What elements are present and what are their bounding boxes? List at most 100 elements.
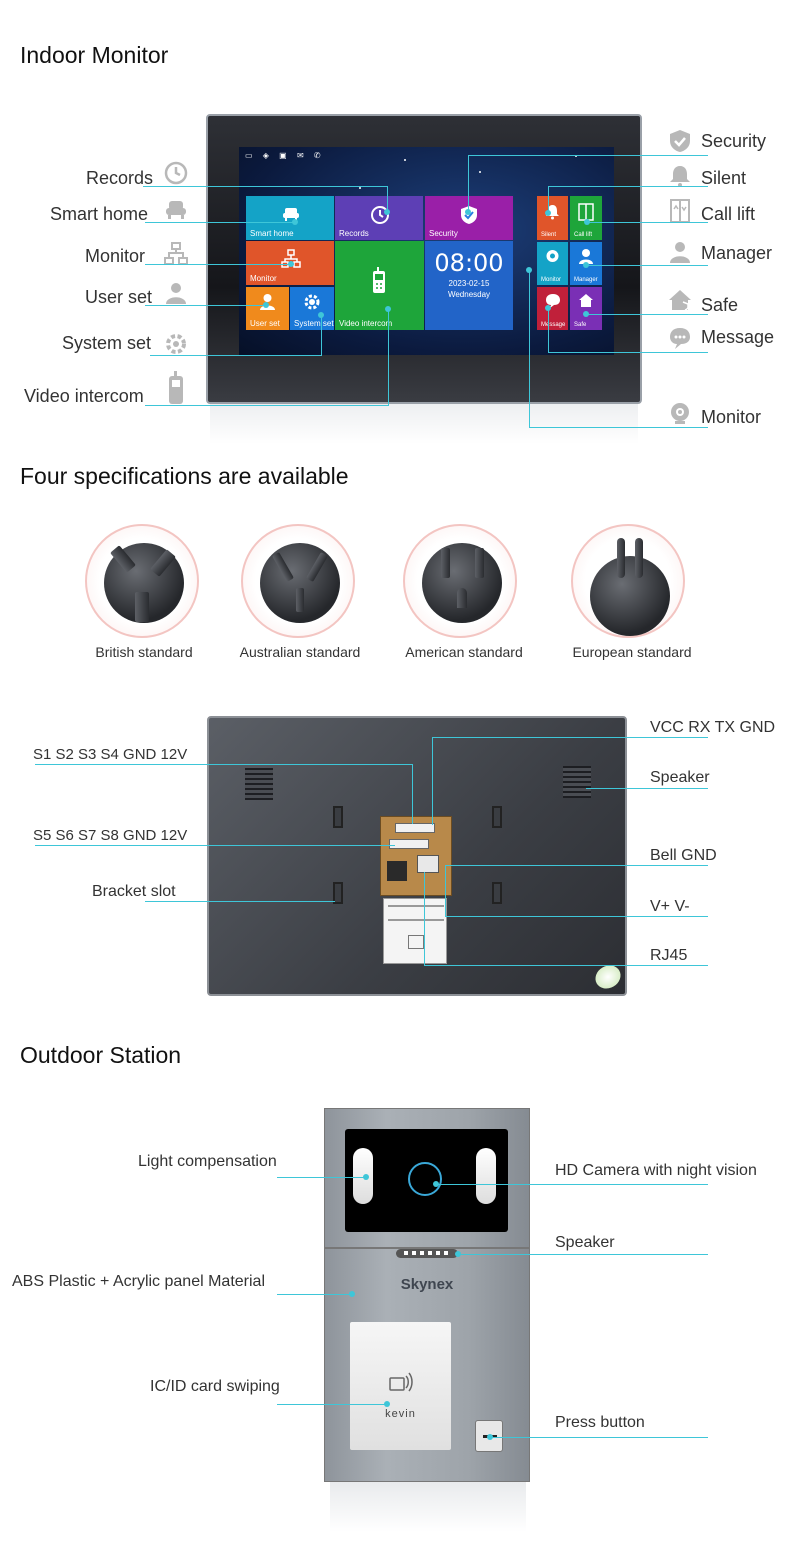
label-message: Message bbox=[701, 327, 775, 347]
label-abs-material: ABS Plastic + Acrylic panel Material bbox=[12, 1273, 265, 1290]
camera-lens bbox=[408, 1162, 442, 1196]
tile-call-lift[interactable]: Call lift bbox=[570, 196, 602, 240]
label-s1-s4: S1 S2 S3 S4 GND 12V bbox=[33, 746, 188, 763]
tile-security-label: Security bbox=[429, 229, 458, 238]
tile-video-intercom-label: Video intercom bbox=[339, 319, 393, 328]
tile-silent-label: Silent bbox=[541, 232, 557, 238]
label-light-compensation: Light compensation bbox=[138, 1153, 277, 1170]
label-press-button: Press button bbox=[555, 1414, 645, 1431]
label-card-swiping: IC/ID card swiping bbox=[150, 1378, 280, 1395]
camera-icon bbox=[546, 250, 559, 262]
terminal-connector bbox=[395, 823, 435, 833]
label-smart-home: Smart home bbox=[50, 204, 149, 224]
label-bell-gnd: Bell GND bbox=[650, 847, 717, 864]
system-set-gear-icon bbox=[166, 334, 186, 354]
bracket-slot bbox=[333, 882, 343, 904]
tile-message[interactable]: Message bbox=[537, 287, 568, 330]
terminal-connector bbox=[389, 839, 429, 849]
monitor-network-icon bbox=[164, 242, 188, 265]
tile-records[interactable]: Records bbox=[335, 196, 423, 240]
left-speaker-grille bbox=[245, 768, 273, 800]
plug-american bbox=[403, 524, 517, 638]
wiring-sticker bbox=[383, 898, 447, 964]
tile-smart-home-label: Smart home bbox=[250, 229, 294, 238]
outdoor-station-title: Outdoor Station bbox=[20, 1042, 182, 1068]
label-hd-camera: HD Camera with night vision bbox=[555, 1162, 757, 1179]
label-power: V+ V- bbox=[650, 898, 690, 915]
monitor-camera-icon bbox=[671, 403, 689, 424]
tile-safe-label: Safe bbox=[574, 322, 587, 328]
tile-system-set-label: System set bbox=[294, 319, 334, 328]
chat-bubble-icon bbox=[546, 294, 560, 308]
smart-home-sofa-icon bbox=[166, 201, 186, 219]
caption-european: European standard bbox=[572, 644, 692, 660]
tile-system-set[interactable]: System set bbox=[290, 287, 334, 330]
rj45-port bbox=[417, 855, 439, 873]
tile-user-set-label: User set bbox=[250, 319, 280, 328]
shield-icon bbox=[461, 206, 477, 224]
house-shield-icon bbox=[579, 294, 593, 307]
label-outdoor-speaker: Speaker bbox=[555, 1234, 615, 1251]
label-records: Records bbox=[86, 168, 154, 188]
label-back-speaker: Speaker bbox=[650, 769, 710, 786]
monitor-reflection bbox=[210, 404, 638, 444]
bracket-slot bbox=[333, 806, 343, 828]
tile-video-intercom[interactable]: Video intercom bbox=[335, 241, 424, 330]
tile-call-lift-label: Call lift bbox=[574, 232, 593, 238]
safe-house-icon bbox=[669, 290, 691, 311]
clock-day: Wednesday bbox=[447, 290, 491, 299]
tile-safe[interactable]: Safe bbox=[570, 287, 602, 330]
label-silent: Silent bbox=[701, 168, 747, 188]
camera-window bbox=[345, 1129, 508, 1232]
records-clock-icon bbox=[164, 161, 188, 185]
outdoor-reflection bbox=[330, 1482, 526, 1532]
video-intercom-handset-icon bbox=[169, 371, 183, 404]
tile-message-label: Message bbox=[541, 322, 566, 328]
call-lift-elevator-icon bbox=[670, 199, 690, 223]
label-monitor: Monitor bbox=[85, 246, 146, 266]
card-reader-name: kevin bbox=[385, 1408, 416, 1420]
tile-records-label: Records bbox=[339, 229, 369, 238]
circuit-board bbox=[380, 816, 452, 896]
security-shield-icon bbox=[670, 130, 690, 152]
clock-widget: 08:00 2023-02-15 Wednesday bbox=[425, 241, 513, 330]
light-compensation-lamp bbox=[476, 1148, 496, 1204]
label-monitor-right: Monitor bbox=[701, 407, 762, 427]
tile-monitor-small[interactable]: Monitor bbox=[537, 242, 568, 285]
tile-silent[interactable]: Silent bbox=[537, 196, 568, 240]
clock-date: 2023-02-15 bbox=[448, 279, 490, 288]
label-manager: Manager bbox=[701, 243, 773, 263]
plug-australian bbox=[241, 524, 355, 638]
message-chat-icon bbox=[670, 328, 690, 349]
tile-user-set[interactable]: User set bbox=[246, 287, 289, 330]
caption-british: British standard bbox=[95, 644, 193, 660]
tile-smart-home[interactable]: Smart home bbox=[246, 196, 334, 240]
rfid-card-icon bbox=[389, 1372, 413, 1392]
tile-monitor-label: Monitor bbox=[250, 274, 277, 283]
plug-european bbox=[571, 524, 685, 638]
card-reader-area[interactable]: kevin bbox=[350, 1322, 451, 1450]
label-user-set: User set bbox=[85, 287, 153, 307]
caption-australian: Australian standard bbox=[239, 644, 361, 660]
intercom-handset-icon bbox=[373, 267, 385, 293]
chip bbox=[387, 861, 407, 881]
status-bar-icons: ▭ ◈ ▣ ✉ ✆ bbox=[245, 151, 325, 160]
tile-security[interactable]: Security bbox=[425, 196, 513, 240]
specifications-title: Four specifications are available bbox=[20, 463, 349, 489]
clock-history-icon bbox=[371, 206, 389, 224]
label-call-lift: Call lift bbox=[701, 204, 756, 224]
label-video-intercom: Video intercom bbox=[24, 386, 144, 406]
manager-icon bbox=[579, 249, 593, 264]
label-s5-s8: S5 S6 S7 S8 GND 12V bbox=[33, 827, 188, 844]
manager-person-icon bbox=[670, 242, 690, 263]
bracket-slot bbox=[492, 882, 502, 904]
tile-monitor-small-label: Monitor bbox=[541, 277, 562, 283]
caption-american: American standard bbox=[405, 644, 523, 660]
label-security: Security bbox=[701, 131, 767, 151]
right-speaker-grille bbox=[563, 766, 591, 798]
gear-icon bbox=[304, 294, 320, 310]
tile-manager-label: Manager bbox=[574, 277, 598, 283]
label-bracket-slot: Bracket slot bbox=[92, 883, 176, 900]
label-rj45: RJ45 bbox=[650, 947, 688, 964]
user-set-person-icon bbox=[166, 283, 186, 304]
